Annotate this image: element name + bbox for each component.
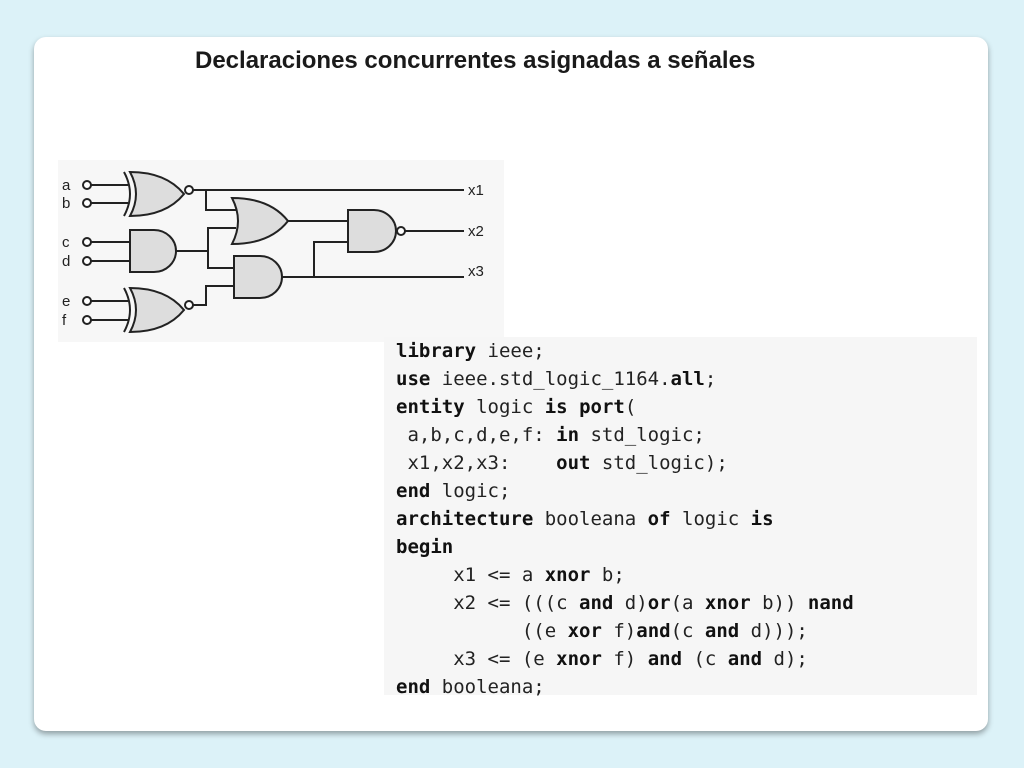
code-keyword: all bbox=[670, 368, 705, 390]
code-text: x1 <= a bbox=[396, 564, 545, 586]
code-text: ( bbox=[624, 396, 637, 418]
code-keyword: and bbox=[727, 648, 763, 670]
code-keyword: begin bbox=[396, 536, 454, 558]
code-text: d))); bbox=[739, 620, 808, 642]
code-keyword: in bbox=[556, 424, 580, 446]
code-line: x3 <= (e xnor f) and (c and d); bbox=[396, 645, 854, 673]
code-line: a,b,c,d,e,f: in std_logic; bbox=[396, 421, 854, 449]
logic-circuit-diagram: a b c d e f x1 x2 x3 bbox=[58, 160, 504, 342]
code-line: end booleana; bbox=[396, 673, 854, 701]
code-keyword: xnor bbox=[556, 648, 602, 670]
code-text: logic; bbox=[430, 480, 511, 502]
input-label-a: a bbox=[62, 177, 71, 194]
output-label-x2: x2 bbox=[468, 223, 484, 240]
code-line: library ieee; bbox=[396, 337, 854, 365]
code-text: x3 <= (e bbox=[396, 648, 557, 670]
code-line: ((e xor f)and(c and d))); bbox=[396, 617, 854, 645]
code-keyword: end bbox=[396, 676, 431, 698]
code-text: b; bbox=[590, 564, 625, 586]
code-keyword: and bbox=[579, 592, 614, 614]
input-label-c: c bbox=[62, 234, 70, 251]
code-text: d); bbox=[762, 648, 808, 670]
code-keyword: xnor bbox=[704, 592, 751, 614]
code-keyword: use bbox=[396, 368, 431, 390]
vhdl-code: library ieee;use ieee.std_logic_1164.all… bbox=[396, 337, 854, 701]
code-text: std_logic); bbox=[590, 452, 728, 474]
input-label-b: b bbox=[62, 195, 70, 212]
output-label-x1: x1 bbox=[468, 182, 484, 199]
code-keyword: architecture bbox=[396, 508, 534, 530]
code-line: x1,x2,x3: out std_logic); bbox=[396, 449, 854, 477]
code-line: architecture booleana of logic is bbox=[396, 505, 854, 533]
code-keyword: xor bbox=[567, 620, 602, 642]
slide-title: Declaraciones concurrentes asignadas a s… bbox=[195, 47, 756, 74]
input-label-e: e bbox=[62, 293, 70, 310]
code-text: logic bbox=[670, 508, 751, 530]
input-label-d: d bbox=[62, 253, 70, 270]
code-keyword: is bbox=[750, 508, 774, 530]
code-text: (c bbox=[682, 648, 728, 670]
vhdl-code-panel: library ieee;use ieee.std_logic_1164.all… bbox=[384, 337, 977, 698]
code-text: d) bbox=[613, 592, 648, 614]
code-keyword: of bbox=[647, 508, 671, 530]
code-text: logic bbox=[464, 396, 545, 418]
code-keyword: or bbox=[647, 592, 671, 614]
code-text: x1,x2,x3: bbox=[396, 452, 557, 474]
code-line: use ieee.std_logic_1164.all; bbox=[396, 365, 854, 393]
code-text: ieee; bbox=[476, 340, 545, 362]
code-text: (a bbox=[670, 592, 705, 614]
code-line: x1 <= a xnor b; bbox=[396, 561, 854, 589]
code-line: x2 <= (((c and d)or(a xnor b)) nand bbox=[396, 589, 854, 617]
code-keyword: end bbox=[396, 480, 431, 502]
code-text: a,b,c,d,e,f: bbox=[396, 424, 557, 446]
code-text: ; bbox=[704, 368, 717, 390]
code-keyword: out bbox=[556, 452, 591, 474]
code-text: booleana; bbox=[430, 676, 545, 698]
code-line: begin bbox=[396, 533, 854, 561]
code-keyword: xnor bbox=[544, 564, 591, 586]
code-text: f) bbox=[601, 620, 637, 642]
code-text: ((e bbox=[396, 620, 568, 642]
code-keyword: and bbox=[704, 620, 740, 642]
code-keyword: nand bbox=[807, 592, 854, 614]
code-text: std_logic; bbox=[579, 424, 705, 446]
code-keyword: and bbox=[647, 648, 683, 670]
circuit-svg: a b c d e f x1 x2 x3 bbox=[62, 170, 484, 334]
output-label-x3: x3 bbox=[468, 263, 484, 280]
code-text bbox=[568, 396, 579, 418]
code-line: end logic; bbox=[396, 477, 854, 505]
code-text: (c bbox=[670, 620, 705, 642]
code-keyword: and bbox=[636, 620, 671, 642]
code-text: x2 <= (((c bbox=[396, 592, 580, 614]
input-label-f: f bbox=[62, 312, 67, 329]
code-keyword: entity bbox=[396, 396, 465, 418]
code-text: ieee.std_logic_1164. bbox=[430, 368, 671, 390]
code-text: f) bbox=[601, 648, 648, 670]
code-keyword: port bbox=[579, 396, 625, 418]
code-keyword: is bbox=[544, 396, 568, 418]
code-line: entity logic is port( bbox=[396, 393, 854, 421]
code-keyword: library bbox=[396, 340, 477, 362]
code-text: booleana bbox=[533, 508, 648, 530]
code-text: b)) bbox=[750, 592, 808, 614]
